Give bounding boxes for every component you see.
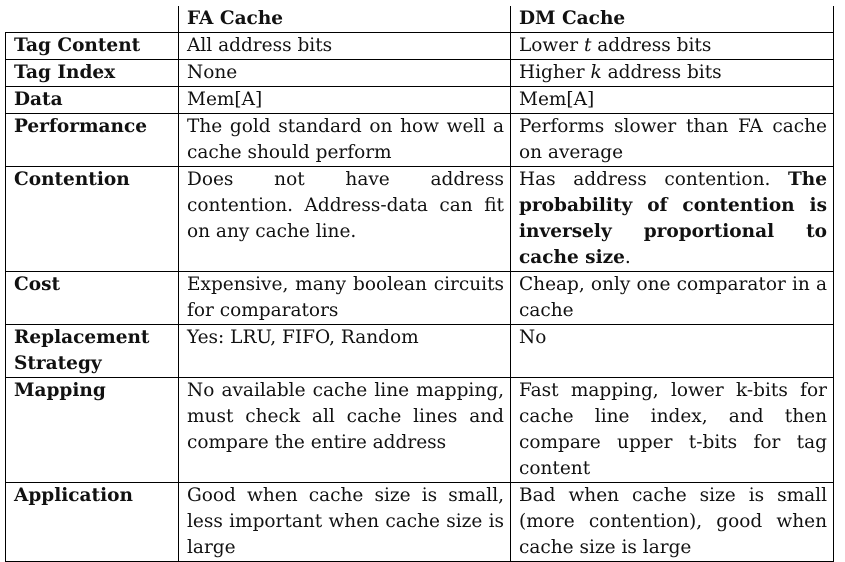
table-header-row: FA Cache DM Cache	[6, 6, 834, 33]
dm-replacement-strategy: No	[510, 324, 834, 378]
dm-tag-content-post: address bits	[591, 35, 712, 56]
fa-mapping: No available cache line mapping, must ch…	[178, 377, 511, 483]
dm-tag-index: Higher k address bits	[510, 59, 834, 87]
fa-performance: The gold standard on how well a cache sh…	[178, 113, 511, 167]
dm-application: Bad when cache size is small (more conte…	[510, 482, 834, 562]
dm-tag-index-pre: Higher	[519, 62, 591, 83]
fa-application: Good when cache size is small, less impo…	[178, 482, 511, 562]
fa-tag-content: All address bits	[178, 32, 511, 60]
row-label-application: Application	[5, 482, 179, 562]
table-row: Replacement Strategy Yes: LRU, FIFO, Ran…	[5, 324, 834, 378]
header-fa-cache: FA Cache	[178, 6, 511, 33]
row-label-performance: Performance	[5, 113, 179, 167]
fa-replacement-strategy: Yes: LRU, FIFO, Random	[178, 324, 511, 378]
dm-performance: Performs slower than FA cache on average	[510, 113, 834, 167]
dm-tag-index-post: address bits	[601, 62, 722, 83]
dm-tag-content: Lower t address bits	[510, 32, 834, 60]
table-row: Cost Expensive, many boolean circuits fo…	[5, 271, 834, 325]
table-row: Application Good when cache size is smal…	[5, 482, 834, 562]
fa-data: Mem[A]	[178, 86, 511, 114]
comparison-table-container: FA Cache DM Cache Tag Content All addres…	[5, 6, 834, 562]
fa-tag-index: None	[178, 59, 511, 87]
header-empty-cell	[6, 6, 179, 33]
fa-cost: Expensive, many boolean circuits for com…	[178, 271, 511, 325]
row-label-tag-index: Tag Index	[5, 59, 179, 87]
header-dm-cache: DM Cache	[510, 6, 834, 33]
dm-tag-index-var: k	[590, 62, 602, 83]
row-label-replacement-strategy: Replacement Strategy	[5, 324, 179, 378]
dm-mapping: Fast mapping, lower k-bits for cache lin…	[510, 377, 834, 483]
table-row: Performance The gold standard on how wel…	[5, 113, 834, 167]
table-row: Contention Does not have address content…	[5, 166, 834, 272]
dm-tag-content-var: t	[583, 35, 592, 56]
row-label-data: Data	[5, 86, 179, 114]
row-label-mapping: Mapping	[5, 377, 179, 483]
fa-vs-dm-cache-table: FA Cache DM Cache Tag Content All addres…	[5, 6, 834, 562]
table-row: Tag Index None Higher k address bits	[5, 59, 834, 87]
fa-contention: Does not have address contention. Addres…	[178, 166, 511, 272]
table-row: Mapping No available cache line mapping,…	[5, 377, 834, 483]
dm-cost: Cheap, only one comparator in a cache	[510, 271, 834, 325]
dm-contention-bold: The probability of contention is inverse…	[519, 169, 827, 268]
table-row: Tag Content All address bits Lower t add…	[5, 32, 834, 60]
row-label-cost: Cost	[5, 271, 179, 325]
row-label-tag-content: Tag Content	[5, 32, 179, 60]
dm-contention: Has address contention. The probability …	[510, 166, 834, 272]
dm-tag-content-pre: Lower	[519, 35, 584, 56]
dm-data: Mem[A]	[510, 86, 834, 114]
table-row: Data Mem[A] Mem[A]	[5, 86, 834, 114]
dm-contention-end: .	[624, 247, 631, 268]
dm-contention-plain: Has address contention.	[519, 169, 771, 190]
row-label-contention: Contention	[5, 166, 179, 272]
